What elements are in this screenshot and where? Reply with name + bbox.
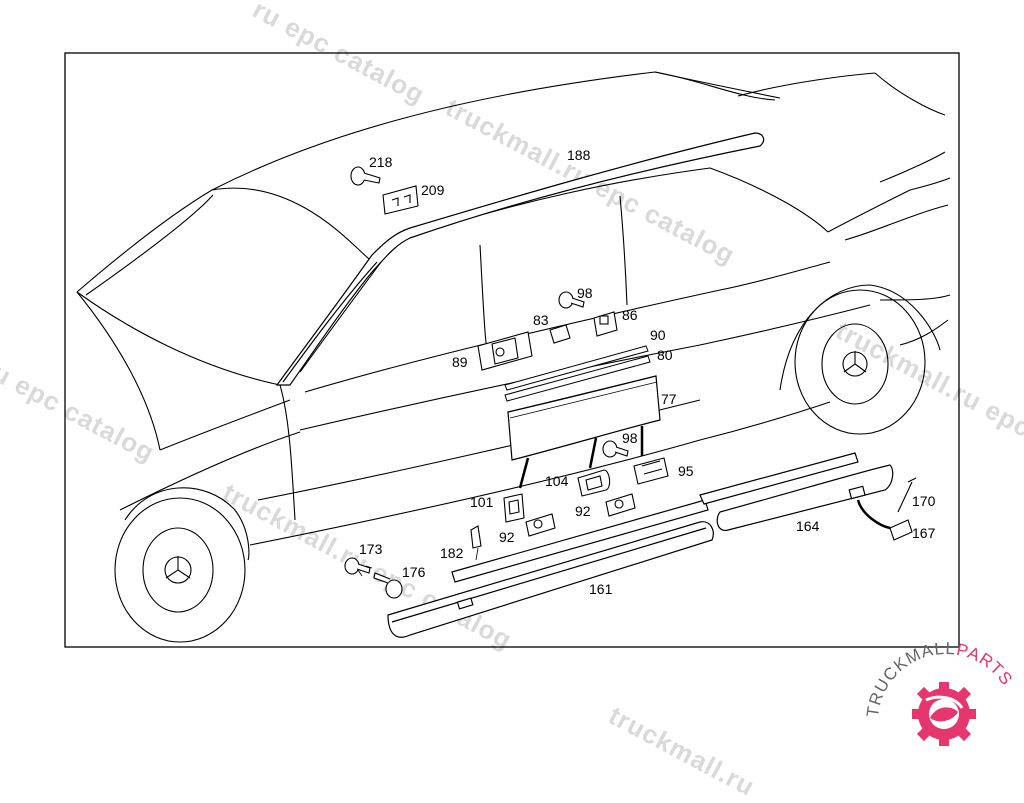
callout-161: 161 — [589, 581, 613, 597]
clip-209 — [382, 185, 419, 215]
diagram-frame — [64, 52, 960, 648]
callout-188: 188 — [567, 147, 591, 163]
trim-strips-80-90 — [504, 345, 651, 402]
clip-95 — [633, 457, 669, 485]
callout-90: 90 — [650, 327, 666, 343]
car-body-outline — [76, 71, 951, 561]
clip-101 — [503, 493, 525, 523]
pin-170 — [897, 477, 917, 513]
diagram-svg: 218 209 188 98 83 86 90 80 89 77 98 104 … — [64, 52, 1016, 746]
rocker-panel-161 — [387, 499, 714, 638]
cap-167 — [889, 519, 913, 541]
rear-wheel — [794, 289, 926, 435]
callout-95: 95 — [678, 463, 694, 479]
callout-92-right: 92 — [575, 503, 591, 519]
callout-77: 77 — [661, 391, 677, 407]
bracket-89 — [477, 331, 533, 371]
callout-167: 167 — [912, 525, 936, 541]
clip-86 — [593, 311, 618, 337]
gear-icon — [912, 682, 976, 746]
callout-92-left: 92 — [499, 529, 515, 545]
callout-labels: 218 209 188 98 83 86 90 80 89 77 98 104 … — [359, 147, 936, 597]
callout-101: 101 — [470, 494, 494, 510]
callout-98-top: 98 — [577, 285, 593, 301]
callout-182: 182 — [440, 545, 464, 561]
screw-218-icon — [350, 166, 381, 186]
roof-molding — [275, 132, 765, 386]
clip-92-left — [525, 513, 556, 537]
callout-209: 209 — [421, 182, 445, 198]
callout-170: 170 — [912, 493, 936, 509]
rocker-panel-164 — [699, 452, 894, 532]
screw-173-icon — [344, 557, 371, 575]
callout-98-bottom: 98 — [622, 430, 638, 446]
assembly-arrows — [518, 426, 891, 530]
callout-80: 80 — [657, 347, 673, 363]
callout-104: 104 — [545, 473, 569, 489]
leader-lines — [357, 547, 479, 577]
callout-218: 218 — [369, 154, 393, 170]
clip-104 — [577, 469, 611, 497]
callout-89: 89 — [452, 354, 468, 370]
callout-86: 86 — [622, 307, 638, 323]
screw-176-icon — [373, 572, 403, 599]
clip-92-right — [605, 493, 636, 517]
clip-182 — [470, 525, 482, 549]
callout-83: 83 — [533, 312, 549, 328]
truckmall-parts-logo: TRUCKMALLPARTS — [863, 639, 1016, 746]
front-wheel — [114, 497, 246, 643]
callout-164: 164 — [796, 518, 820, 534]
screw-98-top-icon — [558, 291, 585, 309]
callout-176: 176 — [402, 564, 426, 580]
clip-83 — [549, 324, 571, 344]
screw-98-bottom-icon — [602, 440, 629, 458]
callout-173: 173 — [359, 541, 383, 557]
door-molding-77 — [507, 375, 661, 461]
